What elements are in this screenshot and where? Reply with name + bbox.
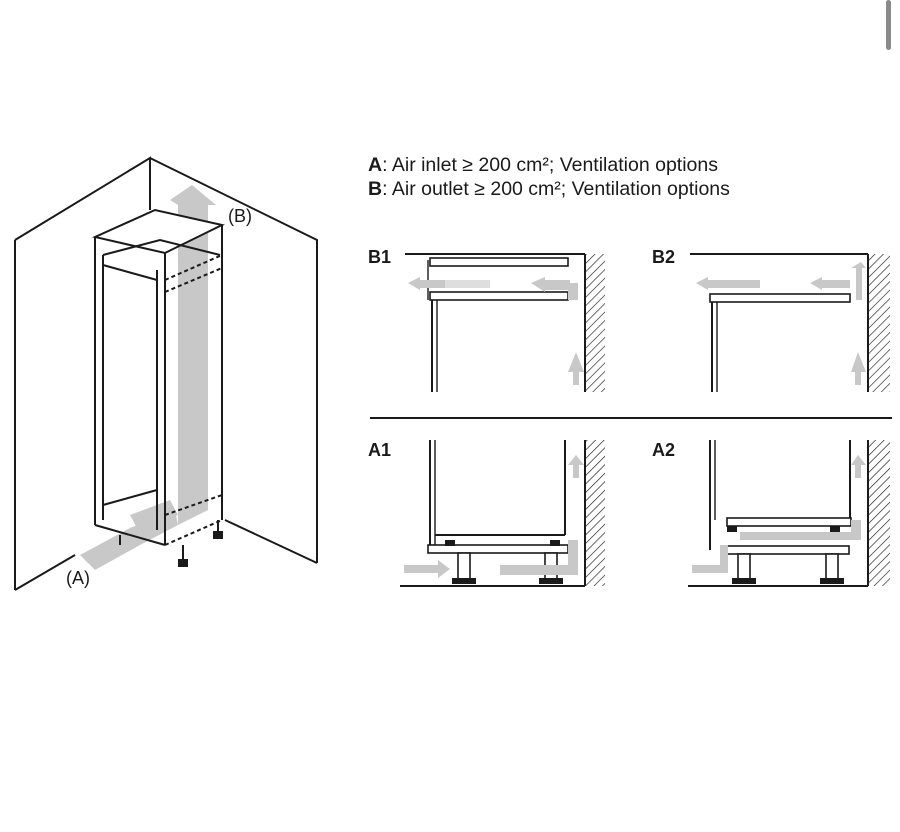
panel-a1-drawing [400, 440, 605, 587]
legend-key-a: A [368, 154, 383, 176]
cabinet-box [91, 208, 225, 567]
panel-b1-drawing [405, 253, 605, 392]
legend-key-b: B [368, 178, 383, 200]
legend: A: Air inlet ≥ 200 cm²; Ventilation opti… [368, 153, 730, 201]
legend-text-a: : Air inlet ≥ 200 cm²; Ventilation optio… [382, 154, 718, 176]
cabinet-label-a: (A) [66, 568, 90, 588]
cabinet-illustration [14, 156, 318, 591]
cabinet-airflow-arrows [80, 185, 216, 570]
legend-air-inlet: A: Air inlet ≥ 200 cm²; Ventilation opti… [368, 153, 730, 177]
cabinet-label-b: (B) [228, 206, 252, 226]
panel-label-b1: B1 [368, 247, 392, 267]
legend-text-b: : Air outlet ≥ 200 cm²; Ventilation opti… [382, 178, 730, 200]
panel-label-a2: A2 [652, 440, 676, 460]
panel-label-b2: B2 [652, 247, 676, 267]
panel-label-a1: A1 [368, 440, 392, 460]
panel-b2-drawing [690, 253, 890, 392]
panel-a2-drawing [688, 440, 890, 587]
right-wall [149, 157, 318, 563]
scrollbar[interactable] [886, 0, 891, 50]
legend-air-outlet: B: Air outlet ≥ 200 cm²; Ventilation opt… [368, 177, 730, 201]
